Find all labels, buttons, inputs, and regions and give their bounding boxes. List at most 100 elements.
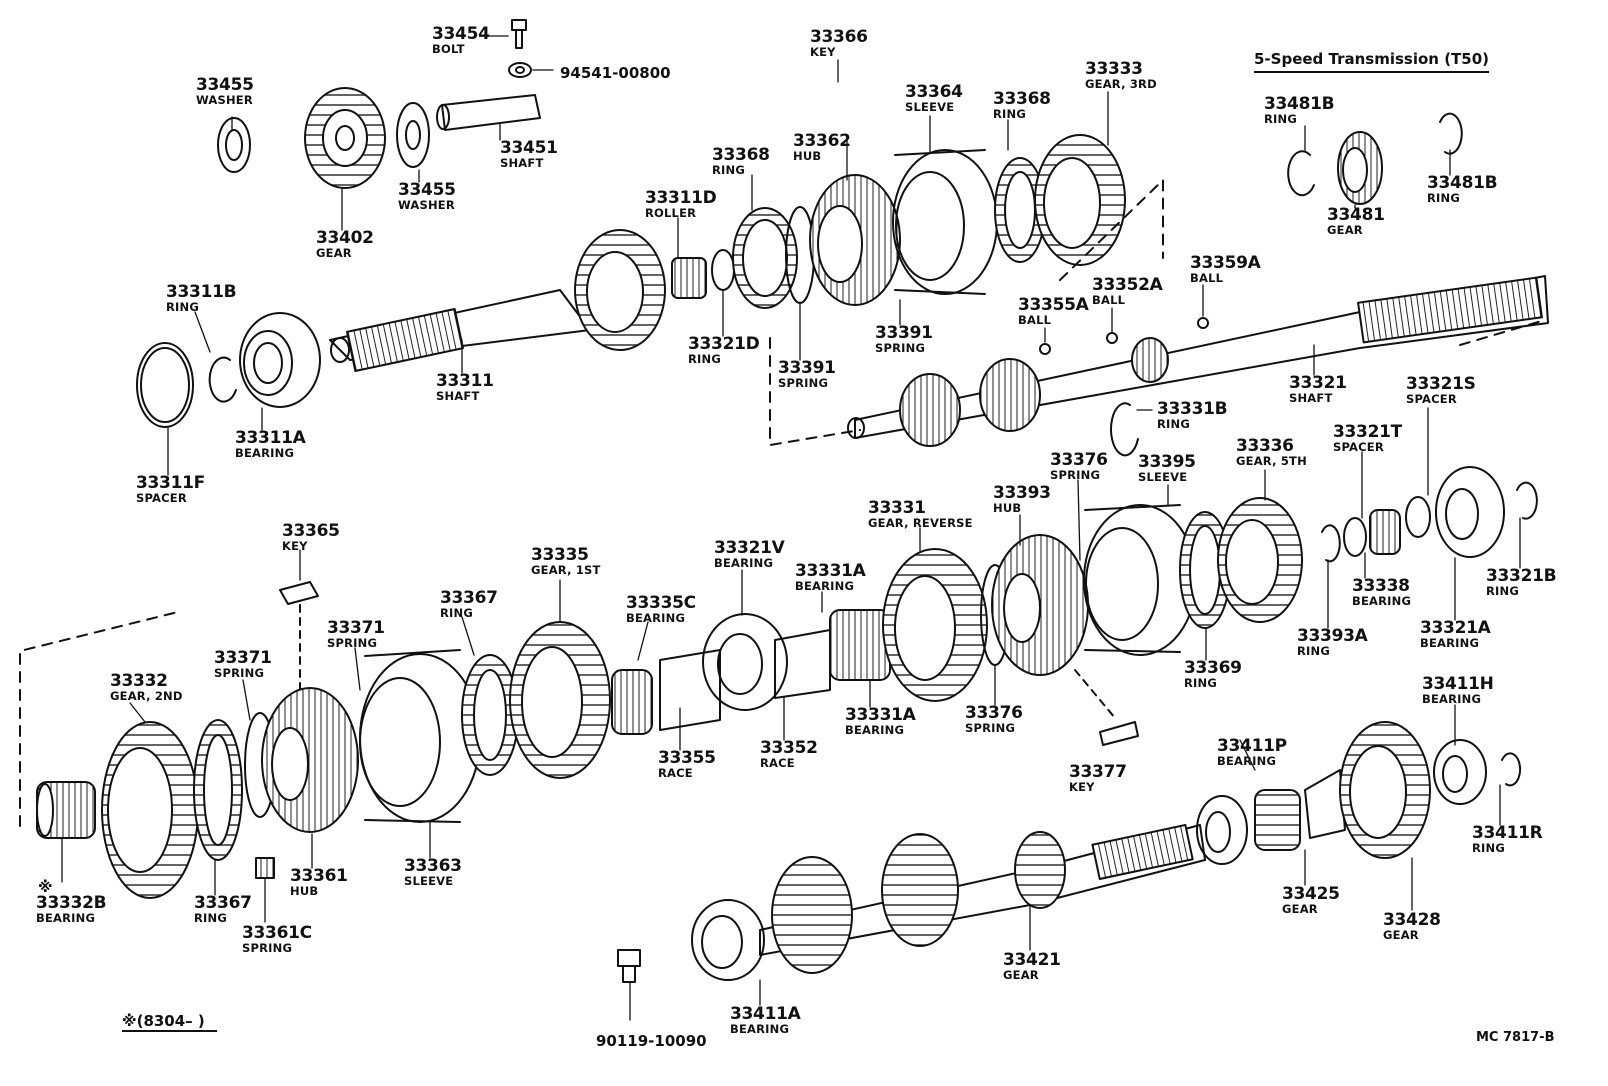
gear-33402 [304, 87, 386, 189]
ring-33331B [1110, 402, 1139, 457]
key-33377 [1099, 721, 1139, 746]
roller-33311D [671, 257, 707, 299]
ring-33321D [711, 249, 735, 291]
gear-33331 [882, 548, 988, 702]
ring-33321B [1516, 481, 1538, 520]
clip-94541 [508, 62, 532, 78]
dashed-box-left [19, 610, 183, 827]
shaft-33321 [847, 275, 1549, 447]
ring-33481B-right [1439, 112, 1463, 155]
bearing-33411H [1433, 739, 1487, 805]
ring-33481B-left [1287, 150, 1315, 197]
ring-33311B [208, 356, 237, 403]
bearing-33321V [702, 613, 788, 711]
bearing-33321A [1435, 466, 1505, 558]
hub-33393 [991, 534, 1089, 676]
serial-range-note: ※(8304– ) [122, 1012, 217, 1032]
hub-33361 [261, 687, 359, 833]
race-33355 [659, 649, 721, 731]
part-label-90119: 90119-10090 [596, 1032, 707, 1050]
diagram-title: 5-Speed Transmission (T50) [1254, 50, 1490, 73]
bearing-33331A [829, 609, 891, 681]
part-label-94541: 94541-00800 [560, 64, 671, 82]
washer-33455-right [396, 102, 430, 168]
sleeve-33395 [1083, 504, 1197, 656]
bearing-33332B [36, 781, 96, 839]
diagram-code: MC 7817-B [1476, 1030, 1555, 1045]
sleeve-33364 [892, 149, 998, 295]
leader-lines [61, 35, 1521, 1021]
gear-33428 [1304, 721, 1431, 859]
ring-33393A [1321, 524, 1341, 563]
dashed-box-top [769, 179, 1546, 446]
gear-33332 [101, 721, 199, 899]
ring-33367 [193, 719, 243, 861]
gear-input [574, 229, 666, 351]
asterisk-mark: ※ [38, 878, 53, 896]
bolt-90119 [617, 949, 641, 983]
gear-33336 [1217, 497, 1303, 623]
gear-33425 [1254, 789, 1301, 851]
bearing-33335C [611, 669, 653, 735]
gear-33481 [1337, 131, 1383, 205]
hub-33362 [809, 174, 901, 306]
shaft-33311 [329, 289, 591, 372]
balls [1039, 317, 1209, 355]
sleeve-33363 [359, 649, 481, 823]
spacer-33311F [136, 342, 194, 428]
gear-33333 [1034, 134, 1126, 266]
shaft-33451 [436, 94, 541, 131]
